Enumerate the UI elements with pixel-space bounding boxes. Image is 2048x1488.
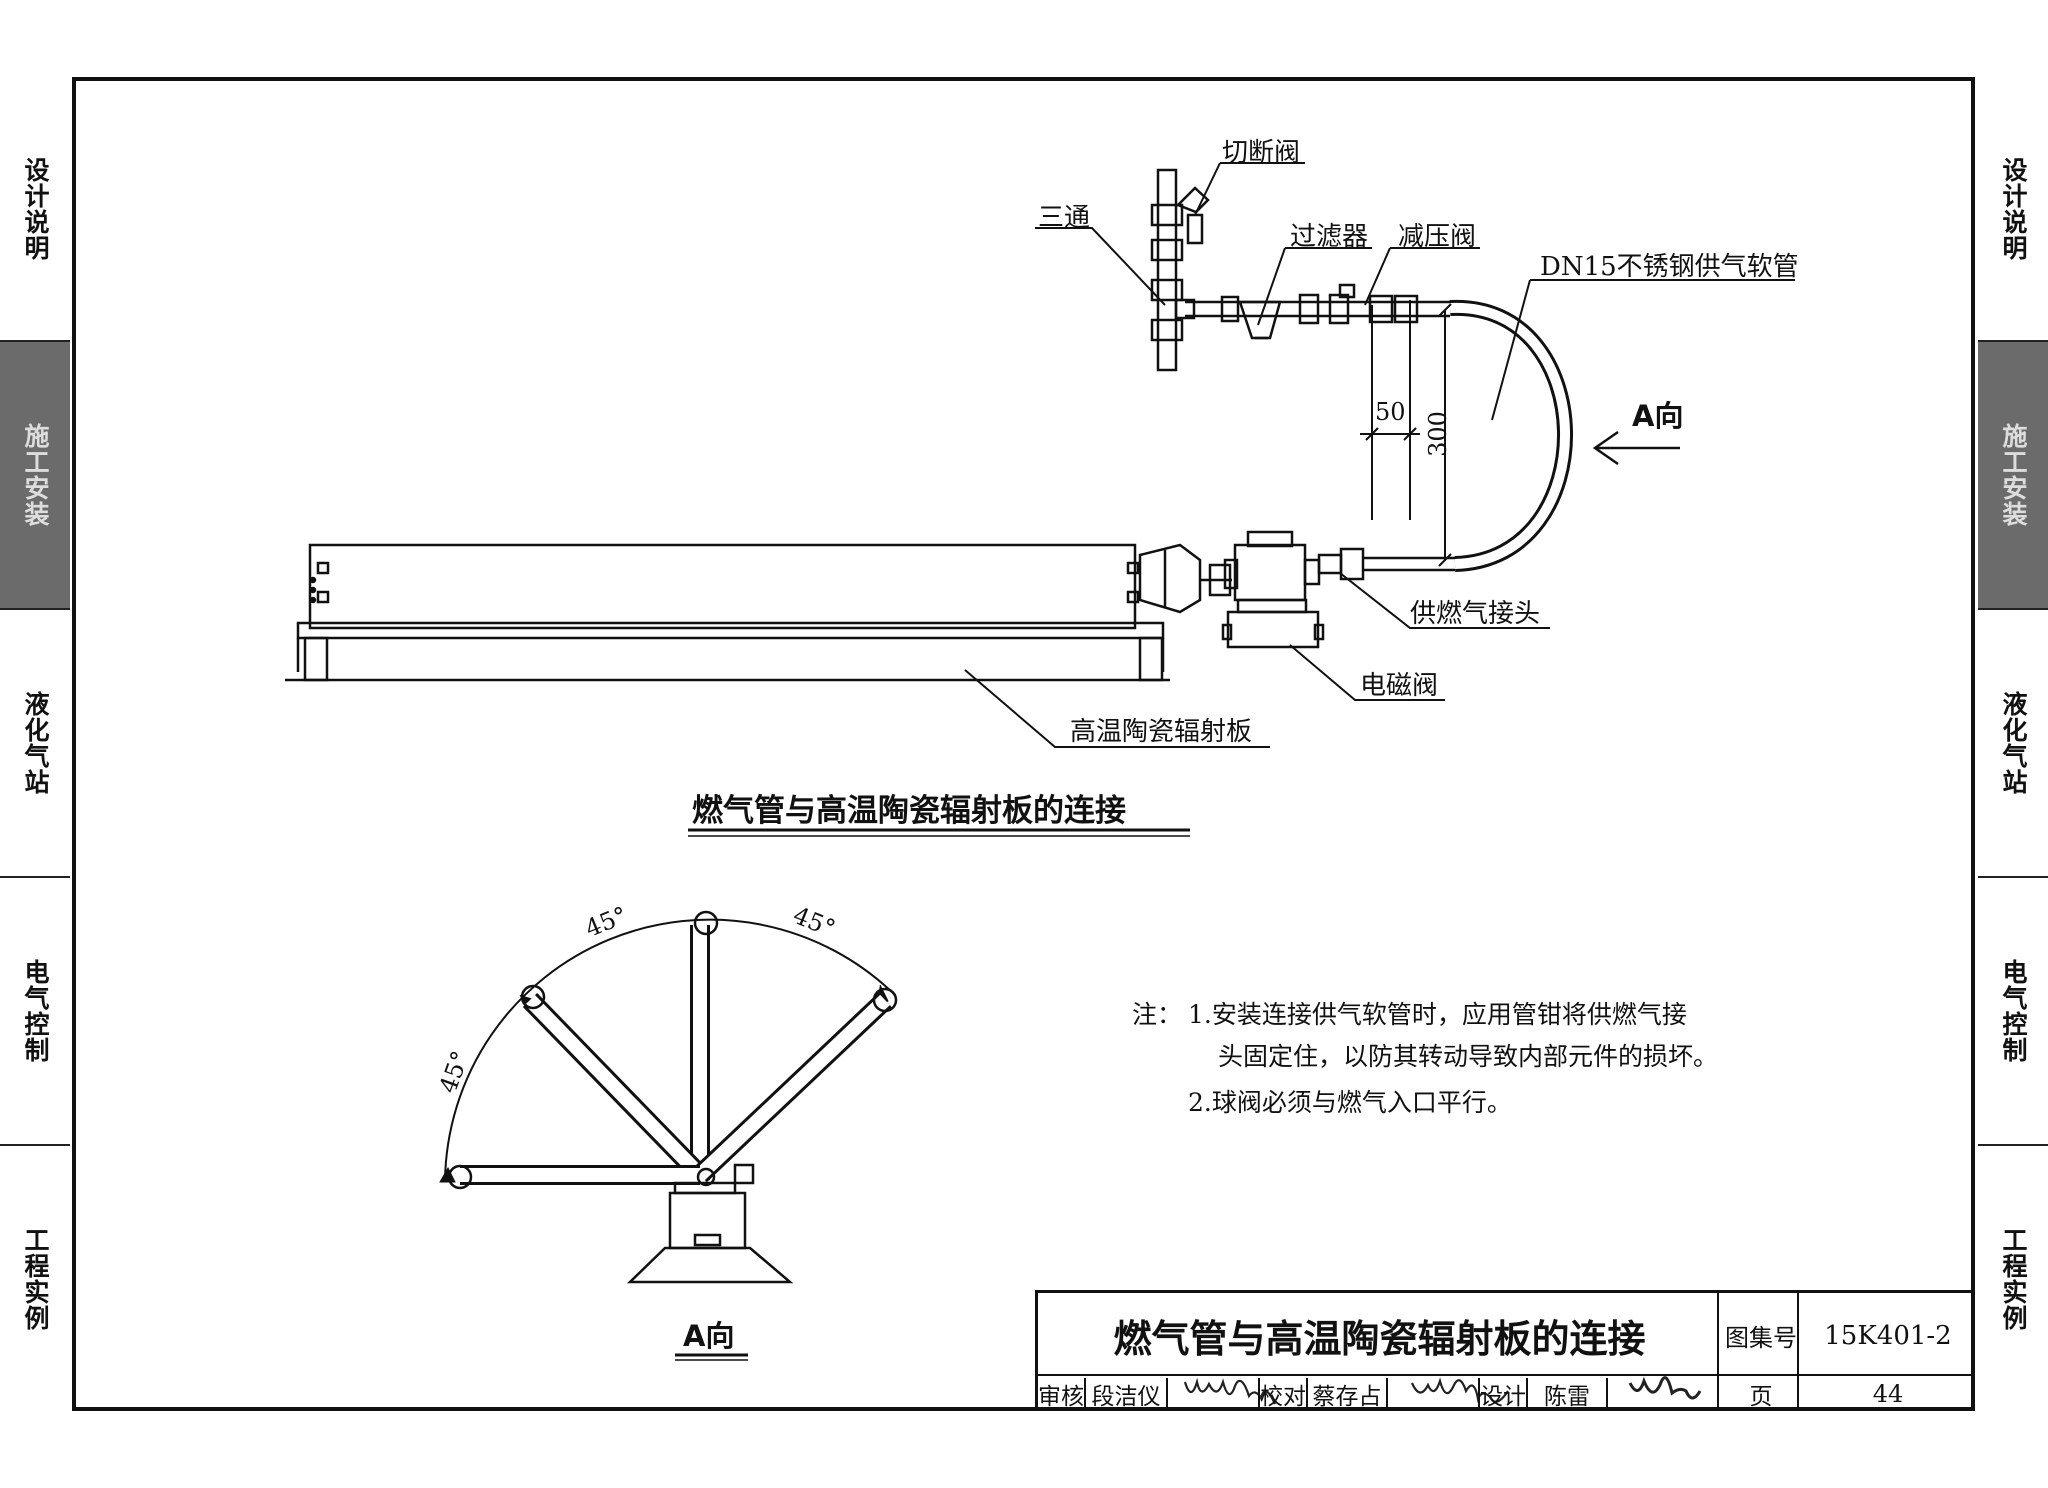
dimension-lines [1360, 300, 1452, 567]
tab-label: 工程实例 [21, 1226, 50, 1331]
designer-signature-cell [1608, 1378, 1721, 1410]
check-label: 校对 [1260, 1378, 1308, 1410]
dimension-300: 300 [1423, 411, 1452, 457]
label-tee: 三通 [1038, 203, 1091, 233]
label-pressure-reducer: 减压阀 [1398, 222, 1477, 252]
ceramic-radiant-panel [285, 543, 1170, 682]
tab-label: 电气控制 [1999, 959, 2028, 1063]
reviewer-name: 段洁仪 [1086, 1378, 1168, 1410]
tab-project-examples[interactable]: 工程实例 [0, 1146, 70, 1411]
tab-label: 液化气站 [21, 691, 50, 795]
notes-prefix: 注： [1132, 1000, 1183, 1029]
review-label: 审核 [1038, 1378, 1086, 1410]
view-a-arrow [1592, 430, 1680, 466]
tab-electrical-control[interactable]: 电气控制 [0, 878, 70, 1146]
tab-lpg-station[interactable]: 液化气站 [0, 610, 70, 878]
tab-label: 设计说明 [21, 156, 50, 261]
gas-connector [1317, 547, 1455, 581]
tee-and-shutoff-valve [1150, 168, 1210, 372]
tab-electrical-control-right[interactable]: 电气控制 [1978, 878, 2048, 1146]
designer-name: 陈雷 [1528, 1378, 1608, 1410]
checker-signature-cell [1388, 1378, 1480, 1410]
leader-lines [964, 162, 1795, 748]
label-hose: DN15不锈钢供气软管 [1540, 252, 1799, 282]
burner-head [1138, 543, 1232, 614]
label-solenoid-valve: 电磁阀 [1360, 671, 1439, 701]
tab-label: 施工安装 [21, 423, 50, 527]
tab-design-notes[interactable]: 设计说明 [0, 77, 70, 342]
atlas-label: 图集号 [1725, 1324, 1797, 1352]
supply-pipe-run [1185, 283, 1450, 325]
design-label: 设计 [1480, 1378, 1528, 1410]
drawing-frame [72, 77, 1975, 1411]
dimension-50: 50 [1375, 398, 1406, 426]
tab-lpg-station-right[interactable]: 液化气站 [1978, 610, 2048, 878]
tab-construction-install-right[interactable]: 施工安装 [1978, 342, 2048, 610]
reviewer-signature-cell [1168, 1378, 1260, 1410]
title-block-title: 燃气管与高温陶瓷辐射板的连接 [1113, 1317, 1646, 1361]
stainless-hose [1449, 299, 1573, 572]
title-block-grid [1035, 1290, 1975, 1410]
note-line-1: 1.安装连接供气软管时，应用管钳将供燃气接 [1188, 1000, 1687, 1029]
view-a-title: A向 [683, 1319, 735, 1353]
solenoid-valve-body [1221, 530, 1325, 649]
tab-label: 施工安装 [1999, 423, 2028, 527]
checker-name: 蔡存占 [1308, 1378, 1388, 1410]
tab-label: 设计说明 [1999, 156, 2028, 261]
drawing-title-top: 燃气管与高温陶瓷辐射板的连接 [692, 793, 1126, 829]
tab-label: 液化气站 [1999, 691, 2028, 795]
title-block: 燃气管与高温陶瓷辐射板的连接 图集号 15K401-2 审核 段洁仪 校对 蔡存… [1035, 1290, 1975, 1410]
tab-design-notes-right[interactable]: 设计说明 [1978, 77, 2048, 342]
label-filter: 过滤器 [1290, 222, 1369, 252]
note-line-3: 2.球阀必须与燃气入口平行。 [1188, 1088, 1512, 1117]
tab-label: 工程实例 [1999, 1226, 2028, 1331]
label-gas-connector: 供燃气接头 [1410, 599, 1541, 629]
label-shutoff-valve: 切断阀 [1222, 138, 1301, 168]
tab-construction-install[interactable]: 施工安装 [0, 342, 70, 610]
page-label: 页 [1749, 1384, 1773, 1410]
view-a-arrow-label: A向 [1632, 399, 1684, 433]
tab-project-examples-right[interactable]: 工程实例 [1978, 1146, 2048, 1411]
note-line-2: 头固定住，以防其转动导致内部元件的损坏。 [1218, 1042, 1719, 1071]
a-view-detail [439, 910, 898, 1284]
atlas-number: 15K401-2 [1824, 1320, 1952, 1351]
page-number: 44 [1872, 1380, 1904, 1408]
tab-label: 电气控制 [21, 959, 50, 1063]
label-ceramic-panel: 高温陶瓷辐射板 [1070, 717, 1253, 747]
